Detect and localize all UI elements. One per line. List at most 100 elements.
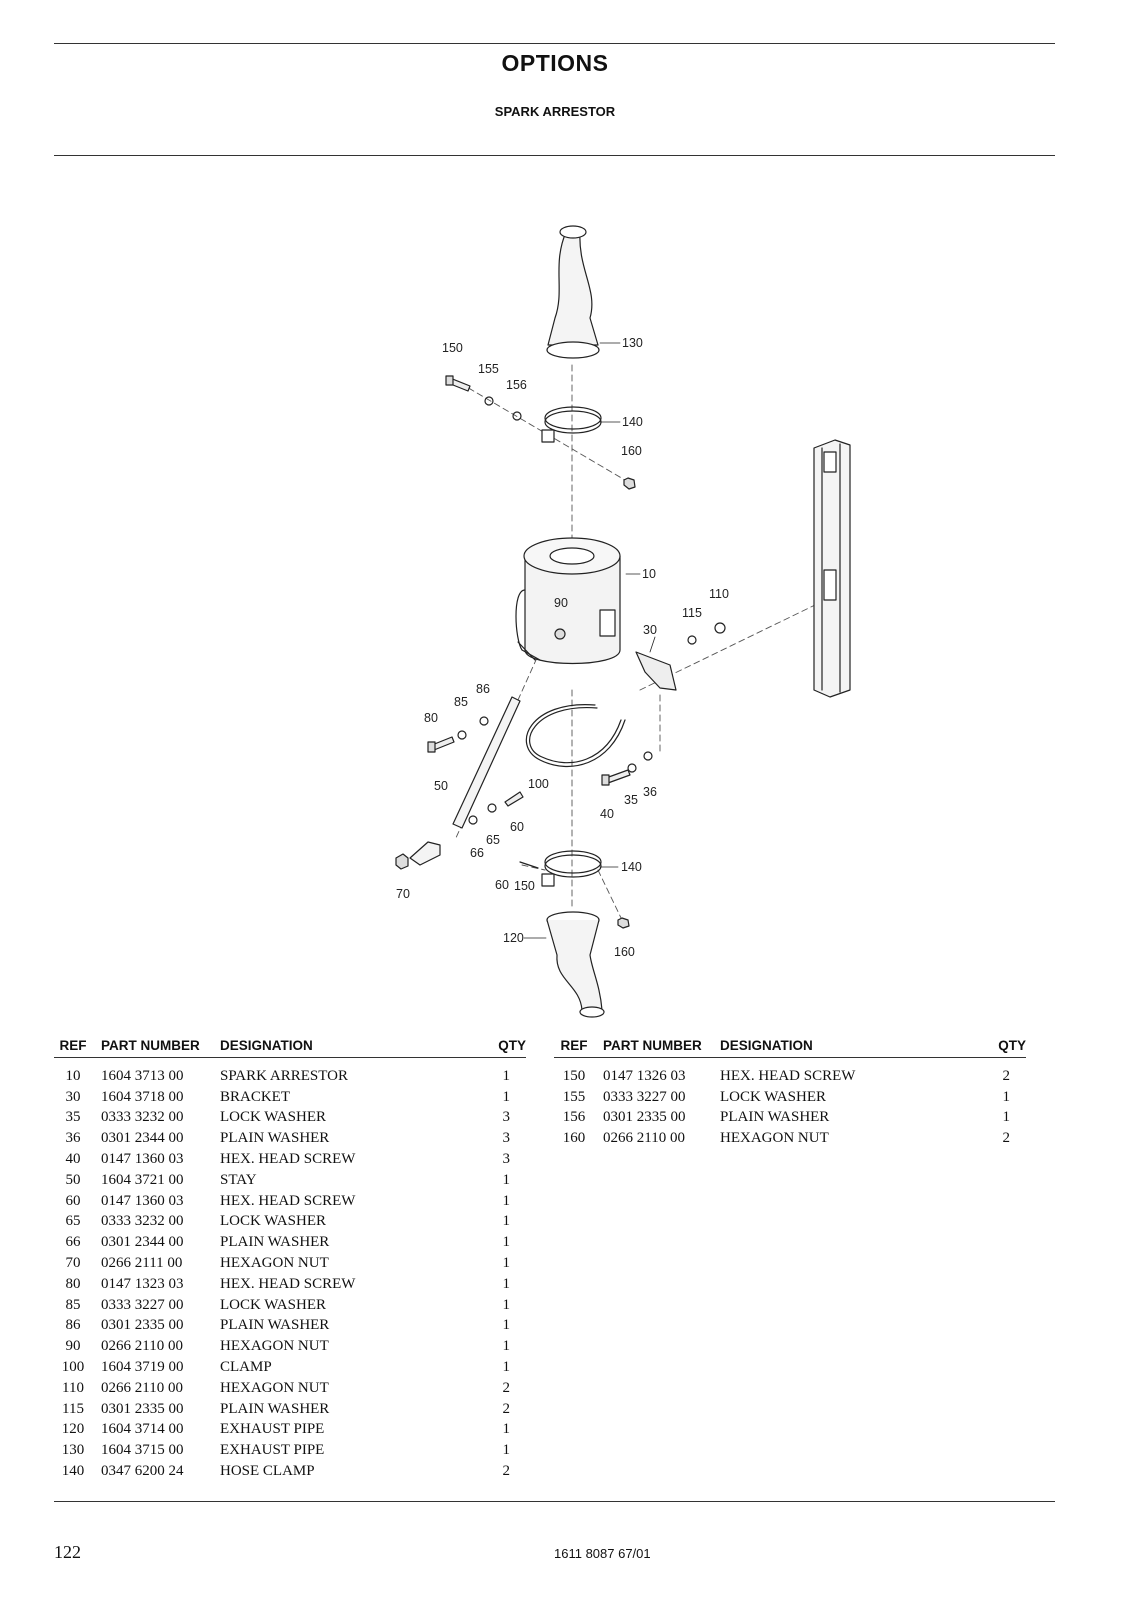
ref-cell: 130	[61, 1442, 85, 1459]
callout-86: 86	[476, 682, 490, 696]
qty-cell: 3	[502, 1130, 511, 1147]
footer-rule	[54, 1501, 1055, 1502]
callout-130: 130	[622, 336, 643, 350]
ref-cell: 86	[65, 1317, 81, 1334]
designation-cell: PLAIN WASHER	[220, 1400, 330, 1417]
designation-cell: PLAIN WASHER	[220, 1130, 330, 1147]
exhaust-pipe-upper	[546, 225, 600, 359]
qty-cell: 1	[502, 1317, 511, 1334]
callout-85: 85	[454, 695, 468, 709]
designation-cell: CLAMP	[220, 1359, 272, 1376]
designation-cell: EXHAUST PIPE	[220, 1421, 325, 1438]
qty-cell: 2	[502, 1379, 511, 1396]
designation-cell: HEX. HEAD SCREW	[220, 1151, 356, 1168]
designation-cell: PLAIN WASHER	[220, 1234, 330, 1251]
ref-cell: 10	[65, 1067, 81, 1084]
part-number-cell: 0266 2110 00	[101, 1338, 183, 1355]
designation-cell: PLAIN WASHER	[220, 1317, 330, 1334]
callout-60-mid: 60	[510, 820, 524, 834]
part-number-cell: 1604 3721 00	[101, 1171, 184, 1188]
ref-cell: 120	[61, 1421, 85, 1438]
designation-cell: HEX. HEAD SCREW	[720, 1067, 856, 1084]
header-part-number: PART NUMBER	[92, 1036, 220, 1058]
qty-cell: 1	[502, 1234, 511, 1251]
header-part-number: PART NUMBER	[594, 1036, 720, 1058]
callout-100: 100	[528, 777, 549, 791]
ref-cell: 156	[562, 1109, 586, 1126]
part-number-cell: 1604 3715 00	[101, 1442, 184, 1459]
page-number: 122	[54, 1542, 81, 1562]
ref-cell: 65	[65, 1213, 81, 1230]
part-number-cell: 0266 2110 00	[101, 1379, 183, 1396]
qty-cell: 1	[502, 1067, 511, 1084]
ref-cell: 30	[65, 1088, 81, 1105]
callout-80: 80	[424, 711, 438, 725]
fasteners-right	[601, 751, 653, 786]
table-header-row: REF PART NUMBER DESIGNATION QTY	[54, 1036, 526, 1058]
header-rule	[54, 155, 1055, 156]
ref-cell: 60	[65, 1192, 81, 1209]
header-qty: QTY	[960, 1036, 1026, 1058]
header-ref: REF	[54, 1036, 92, 1058]
page-title: OPTIONS	[501, 50, 609, 76]
callout-40: 40	[600, 807, 614, 821]
part-number-cell: 0147 1323 03	[101, 1275, 184, 1292]
top-rule	[54, 43, 1055, 44]
designation-cell: HEX. HEAD SCREW	[220, 1275, 356, 1292]
qty-cell: 1	[502, 1255, 511, 1272]
part-number-cell: 0266 2110 00	[603, 1130, 685, 1147]
designation-cell: BRACKET	[220, 1088, 291, 1105]
qty-cell: 1	[502, 1171, 511, 1188]
qty-cell: 1	[502, 1275, 511, 1292]
bracket	[635, 651, 677, 691]
designation-cell: EXHAUST PIPE	[220, 1442, 325, 1459]
ref-cell: 140	[61, 1463, 85, 1480]
callout-60-low: 60	[495, 878, 509, 892]
part-number-cell: 0266 2111 00	[101, 1255, 183, 1272]
part-number-cell: 0301 2335 00	[603, 1109, 686, 1126]
callout-156: 156	[506, 378, 527, 392]
ref-cell: 110	[62, 1379, 84, 1396]
part-number-cell: 1604 3719 00	[101, 1359, 184, 1376]
callout-150-low: 150	[514, 879, 535, 893]
ref-cell: 155	[562, 1088, 586, 1105]
header-qty: QTY	[460, 1036, 526, 1058]
leader-lines	[523, 342, 656, 939]
designation-cell: LOCK WASHER	[220, 1296, 326, 1313]
ref-cell: 90	[65, 1338, 81, 1355]
callout-110: 110	[709, 587, 729, 601]
ref-cell: 160	[562, 1130, 586, 1147]
qty-cell: 2	[502, 1400, 511, 1417]
designation-cell: HOSE CLAMP	[220, 1463, 315, 1480]
qty-cell: 3	[502, 1109, 511, 1126]
designation-cell: HEXAGON NUT	[720, 1130, 829, 1147]
ref-cell: 50	[65, 1171, 81, 1188]
hose-clamp-upper	[541, 406, 602, 443]
header-designation: DESIGNATION	[720, 1036, 960, 1058]
header-ref: REF	[554, 1036, 594, 1058]
callout-120: 120	[503, 931, 524, 945]
qty-cell: 2	[502, 1463, 511, 1480]
designation-cell: STAY	[220, 1171, 257, 1188]
designation-cell: HEXAGON NUT	[220, 1379, 329, 1396]
callout-150-top: 150	[442, 341, 463, 355]
lower-plate	[395, 841, 441, 870]
fasteners-left	[427, 716, 489, 753]
qty-cell: 1	[502, 1296, 511, 1313]
table-row: 50 1604 3721 00 STAY 1	[54, 1170, 526, 1191]
part-number-cell: 1604 3713 00	[101, 1067, 184, 1084]
stay	[452, 696, 521, 829]
table-header-row: REF PART NUMBER DESIGNATION QTY	[554, 1036, 1026, 1058]
part-number-cell: 0301 2344 00	[101, 1130, 184, 1147]
section-subtitle: SPARK ARRESTOR	[494, 104, 616, 119]
